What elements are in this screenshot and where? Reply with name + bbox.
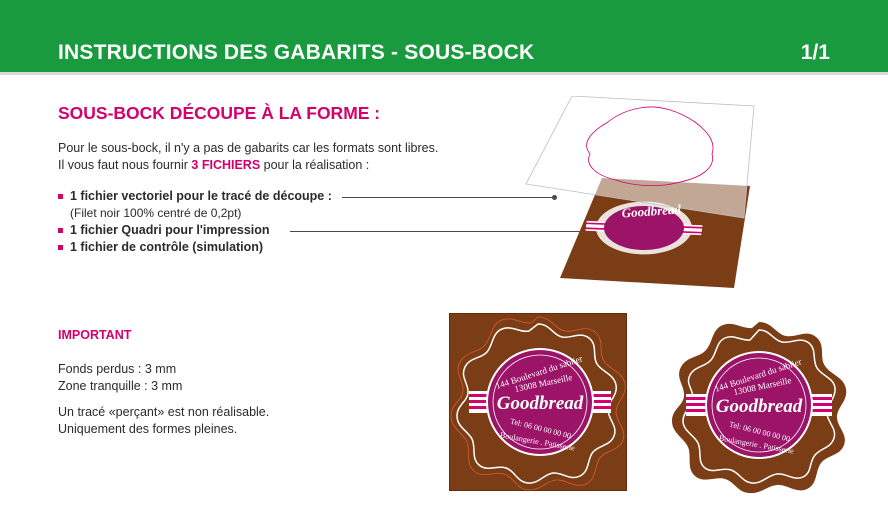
list-item-print-file: 1 fichier Quadri pour l'impression: [58, 222, 332, 239]
page-number: 1/1: [800, 41, 830, 64]
list-item-vector-file: 1 fichier vectoriel pour le tracé de déc…: [58, 188, 332, 205]
intro-text: Pour le sous-bock, il n'y a pas de gabar…: [58, 140, 438, 174]
intro-line-2-pre: Il vous faut nous fournir: [58, 158, 192, 172]
square-coaster-preview: Goodbread 144 Boulevard du sablier 13008…: [449, 313, 627, 491]
warning-text-2: Uniquement des formes pleines.: [58, 422, 238, 436]
section-title: SOUS-BOCK DÉCOUPE À LA FORME :: [58, 103, 381, 123]
safe-zone-text: Zone tranquille : 3 mm: [58, 379, 183, 393]
cut-sheet-shape: [525, 96, 755, 219]
leader-line-print: [290, 231, 588, 232]
intro-line-2: Il vous faut nous fournir 3 FICHIERS pou…: [58, 157, 438, 174]
intro-line-1: Pour le sous-bock, il n'y a pas de gabar…: [58, 141, 439, 155]
bleed-text: Fonds perdus : 3 mm: [58, 362, 177, 376]
cut-brand-text: Goodbread: [716, 396, 803, 417]
cut-coaster-preview: Goodbread 144 Boulevard du sablier 13008…: [672, 322, 847, 494]
important-title: IMPORTANT: [58, 328, 132, 342]
leader-line-cut: [342, 197, 554, 198]
page-title: INSTRUCTIONS DES GABARITS - SOUS-BOCK: [58, 41, 535, 64]
cut-line-shape: [586, 106, 714, 187]
warning-text-1: Un tracé «perçant» est non réalisable.: [58, 405, 270, 419]
leader-dot-cut: [552, 195, 557, 200]
files-count-highlight: 3 FICHIERS: [191, 158, 261, 172]
list-item-vector-file-note: (Filet noir 100% centré de 0,2pt): [70, 206, 242, 220]
file-list: 1 fichier vectoriel pour le tracé de déc…: [58, 188, 332, 256]
square-brand-text: Goodbread: [497, 393, 584, 414]
list-item-control-file: 1 fichier de contrôle (simulation): [58, 239, 332, 256]
exploded-coaster-illustration: Goodbread: [525, 96, 755, 288]
intro-line-2-post: pour la réalisation :: [260, 158, 370, 172]
header-bar: INSTRUCTIONS DES GABARITS - SOUS-BOCK 1/…: [0, 0, 888, 75]
